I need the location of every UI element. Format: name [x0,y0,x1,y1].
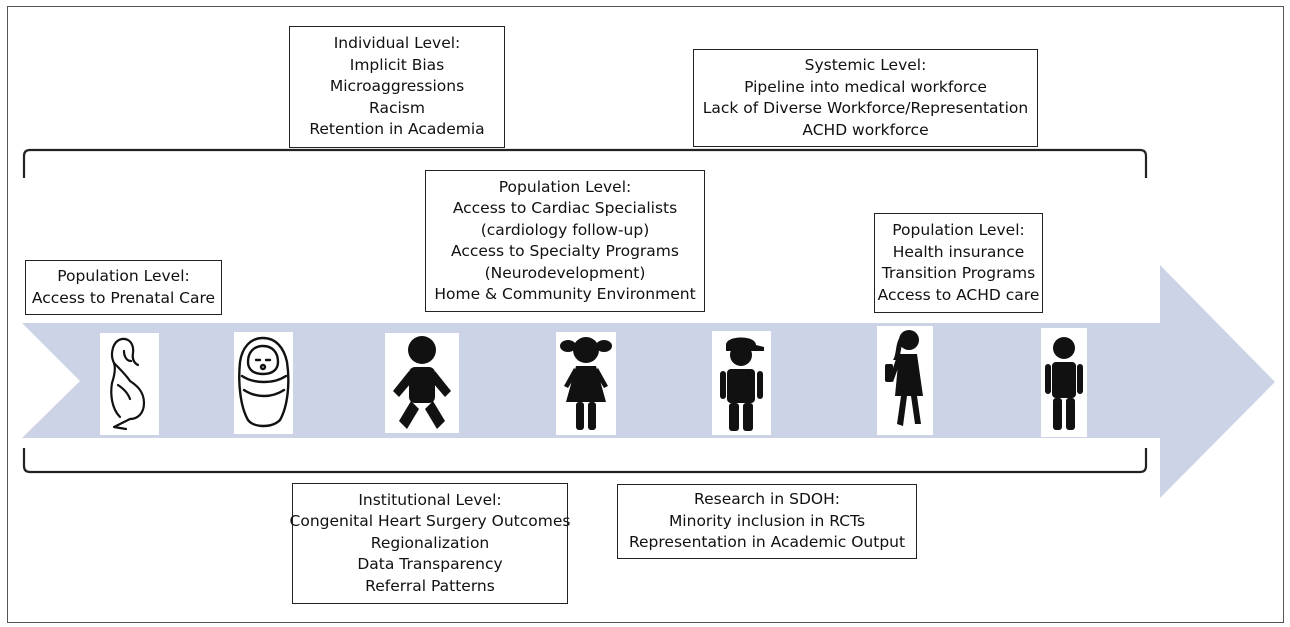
population-child-item: (Neurodevelopment) [484,263,646,282]
research-sdoh-title: Research in SDOH: [694,490,840,509]
systemic-level-item: Lack of Diverse Workforce/Representation [702,99,1029,117]
individual-level-box: Individual Level: Implicit Bias Microagg… [289,26,505,148]
infant-icon [385,333,459,433]
individual-level-item: Microaggressions [329,77,465,96]
individual-level-title: Individual Level: [333,34,461,53]
pregnant-woman-icon [100,333,159,435]
population-child-item: Home & Community Environment [434,285,696,303]
population-prenatal-title: Population Level: [57,267,190,285]
population-child-item: (cardiology follow-up) [480,220,650,239]
systemic-level-title: Systemic Level: [804,56,927,74]
population-child-item: Access to Specialty Programs [451,242,679,260]
institutional-level-item: Congenital Heart Surgery Outcomes [289,512,571,531]
population-adult-item: Access to ACHD care [877,285,1040,304]
institutional-level-box: Institutional Level: Congenital Heart Su… [289,483,571,604]
diagram-frame [7,6,1284,623]
institutional-level-item: Referral Patterns [365,576,495,595]
swaddled-newborn-icon [234,332,293,434]
institutional-level-item: Data Transparency [357,555,503,574]
population-adult-title: Population Level: [892,221,1025,239]
population-child-box: Population Level: Access to Cardiac Spec… [425,170,705,312]
population-adult-item: Transition Programs [881,264,1036,282]
systemic-level-box: Systemic Level: Pipeline into medical wo… [693,49,1038,147]
young-woman-icon [877,326,933,435]
population-adult-item: Health insurance [892,242,1025,261]
research-sdoh-item: Minority inclusion in RCTs [668,511,866,530]
research-sdoh-box: Research in SDOH: Minority inclusion in … [617,484,917,559]
bottom-bracket [22,448,1148,474]
population-child-title: Population Level: [498,177,632,196]
individual-level-item: Implicit Bias [349,55,445,74]
individual-level-item: Retention in Academia [309,120,485,139]
systemic-level-item: Pipeline into medical workforce [744,77,987,96]
institutional-level-item: Regionalization [370,533,490,552]
top-bracket [22,148,1148,178]
institutional-level-title: Institutional Level: [358,490,502,509]
boy-with-cap-icon [712,331,771,435]
population-child-item: Access to Cardiac Specialists [452,199,678,217]
individual-level-item: Racism [369,98,425,117]
life-course-arrow [22,265,1275,498]
adult-man-icon [1041,328,1087,437]
girl-child-icon [556,332,616,435]
population-prenatal-box: Population Level: Access to Prenatal Car… [25,260,222,315]
research-sdoh-item: Representation in Academic Output [628,533,906,552]
population-adult-box: Population Level: Health insurance Trans… [874,213,1043,313]
systemic-level-item: ACHD workforce [802,120,929,139]
population-prenatal-item: Access to Prenatal Care [31,288,216,307]
